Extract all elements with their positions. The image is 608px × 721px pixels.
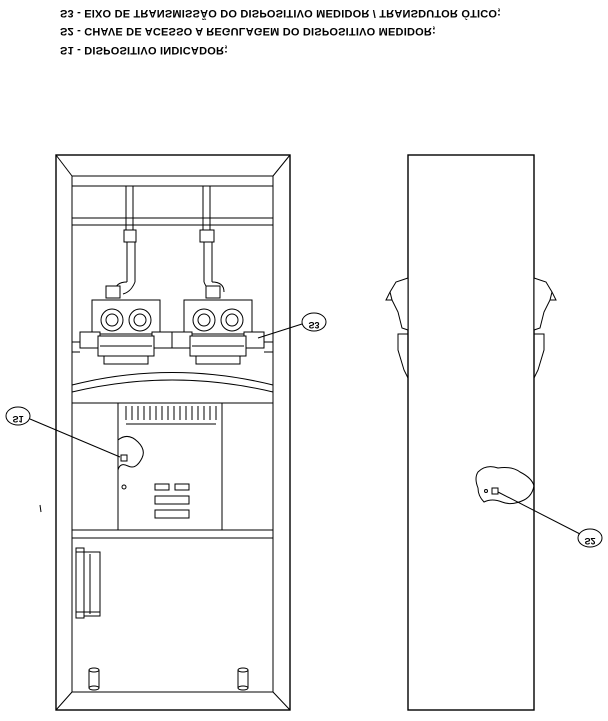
- meter-assembly-left: [72, 299, 173, 365]
- side-view-cabinet: S2: [385, 154, 603, 711]
- cabinet-inner-frame: [71, 175, 274, 693]
- bottom-bolt-left: [88, 667, 100, 691]
- display-window: [174, 483, 190, 491]
- display-window: [154, 483, 170, 491]
- side-panel: [407, 154, 535, 711]
- callout-s1: S1: [5, 406, 121, 458]
- access-key-cutaway: [475, 466, 535, 505]
- curved-shelf: [71, 372, 274, 386]
- stray-mark: [39, 504, 42, 513]
- callout-s2: S2: [497, 491, 603, 548]
- front-view-cabinet: S1 S3: [5, 154, 327, 711]
- callout-s1-label: S1: [12, 414, 23, 424]
- callout-s3: S3: [257, 312, 327, 339]
- side-bracket-right: [533, 277, 557, 379]
- meter-assembly-right: [171, 299, 273, 365]
- indicator-panel: [117, 402, 223, 531]
- cabinet-outer-frame: [55, 154, 291, 711]
- indicator-cutaway: [117, 436, 144, 471]
- display-window: [154, 509, 190, 519]
- door-hinge: [75, 547, 101, 619]
- callout-s2-label: S2: [584, 536, 595, 546]
- pipe-right: [199, 186, 225, 299]
- callout-s3-label: S3: [308, 320, 319, 330]
- side-bracket-left: [385, 277, 409, 379]
- bottom-bolt-right: [237, 667, 249, 691]
- pipe-left: [105, 186, 137, 299]
- display-window: [154, 495, 190, 505]
